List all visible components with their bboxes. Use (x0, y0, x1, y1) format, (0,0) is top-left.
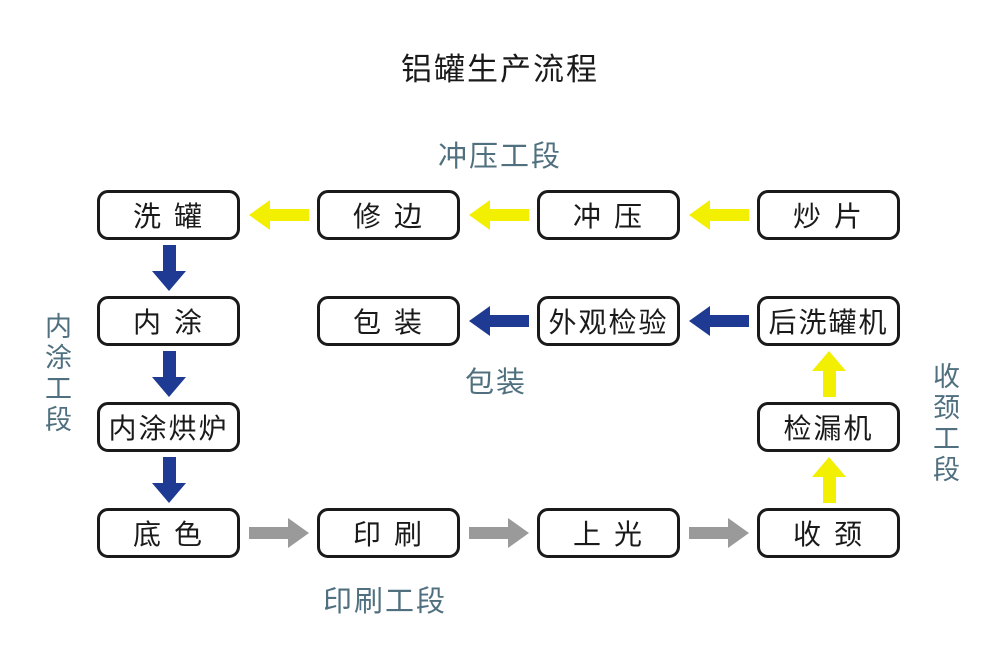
arrow-basecolor-to-print-icon (249, 518, 309, 548)
box-print: 印 刷 (317, 508, 460, 558)
arrow-leaktest-to-postwash-icon (812, 351, 846, 397)
arrow-print-to-gloss-icon (469, 518, 529, 548)
box-wash-can: 洗 罐 (97, 190, 240, 240)
arrow-stamp-to-trim-icon (469, 200, 529, 230)
box-inner-coat: 内 涂 (97, 296, 240, 346)
box-stamp: 冲 压 (537, 190, 680, 240)
arrow-neck-to-leaktest-icon (812, 457, 846, 503)
box-trim: 修 边 (317, 190, 460, 240)
box-post-wash: 后洗罐机 (757, 296, 900, 346)
section-label-packing: 包装 (464, 365, 527, 399)
diagram-title: 铝罐生产流程 (401, 52, 599, 88)
section-label-inner-coating: 内涂工段 (40, 312, 71, 436)
box-base-color: 底 色 (97, 508, 240, 558)
arrow-inspect-to-pack-icon (469, 306, 529, 336)
section-label-printing: 印刷工段 (322, 584, 447, 618)
arrow-trim-to-wash-icon (249, 200, 309, 230)
arrow-wash-to-innercoat-icon (152, 245, 186, 291)
box-neck: 收 颈 (757, 508, 900, 558)
box-visual-inspect: 外观检验 (537, 296, 680, 346)
arrow-postwash-to-inspect-icon (689, 306, 749, 336)
arrow-oven-to-basecolor-icon (152, 457, 186, 503)
box-pack: 包 装 (317, 296, 460, 346)
section-label-stamping: 冲压工段 (437, 139, 562, 173)
box-leak-test: 检漏机 (757, 402, 900, 452)
box-gloss: 上 光 (537, 508, 680, 558)
box-fry-sheet: 炒 片 (757, 190, 900, 240)
arrow-innercoat-to-oven-icon (152, 351, 186, 397)
box-inner-coat-oven: 内涂烘炉 (97, 402, 240, 452)
section-label-necking: 收颈工段 (928, 362, 959, 486)
arrow-gloss-to-neck-icon (689, 518, 749, 548)
arrow-fry-to-stamp-icon (689, 200, 749, 230)
